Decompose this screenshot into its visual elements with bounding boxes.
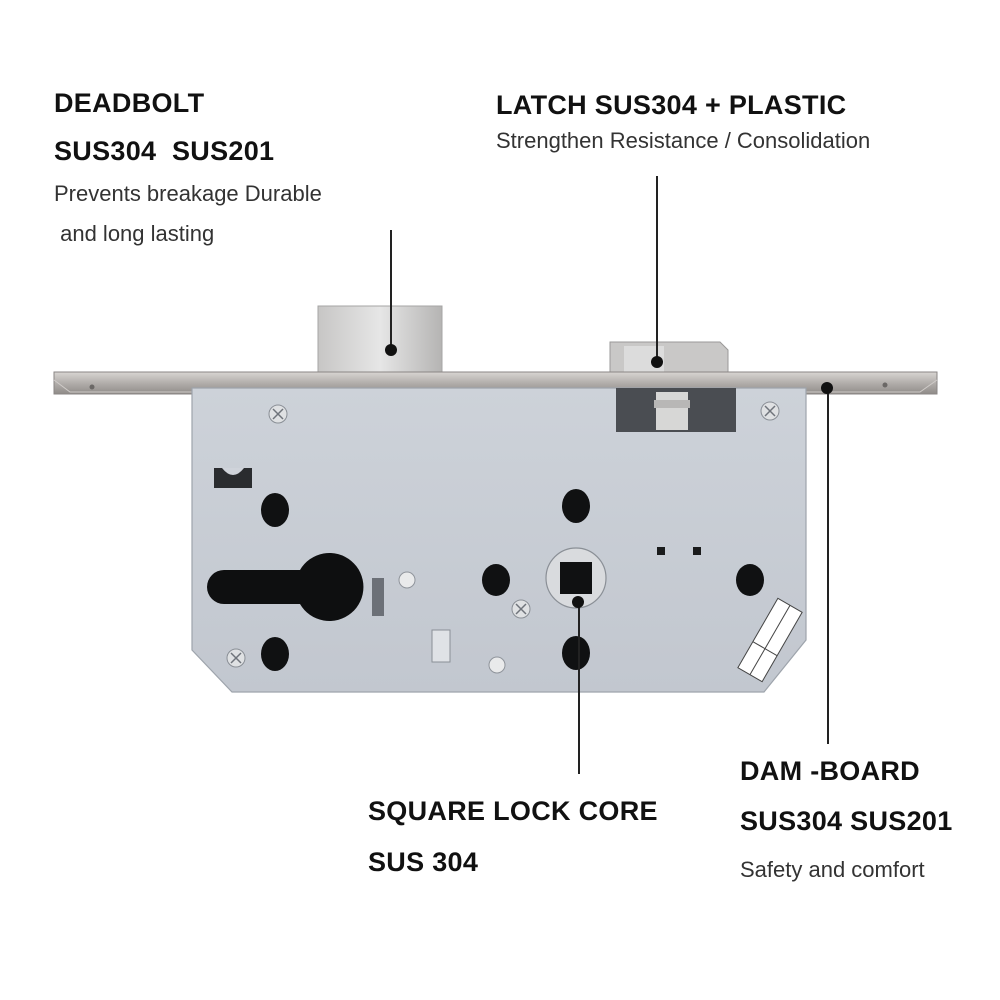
latch-description: Strengthen Resistance / Consolidation <box>496 128 871 153</box>
latch-title: LATCH SUS304 + PLASTIC <box>496 90 847 120</box>
latch-pointer-dot <box>651 356 663 368</box>
lock-core-material: SUS 304 <box>368 847 479 877</box>
dam-board-pointer-line <box>827 388 829 744</box>
deadbolt-pointer-dot <box>385 344 397 356</box>
latch-pointer-line <box>656 176 658 360</box>
deadbolt-tongue <box>317 305 443 377</box>
core-pointer-dot <box>572 596 584 608</box>
deadbolt-title: DEADBOLT <box>54 88 205 118</box>
deadbolt-pointer-line <box>390 230 392 350</box>
dam-board-pointer-dot <box>821 382 833 394</box>
cylinder-cutout <box>207 553 364 621</box>
deadbolt-description-line1: Prevents breakage Durable <box>54 181 322 206</box>
core-pointer-line <box>578 604 580 774</box>
mounting-hole <box>261 489 764 671</box>
dam-board-description: Safety and comfort <box>740 857 925 882</box>
dam-board-title: DAM -BOARD <box>740 756 920 786</box>
deadbolt-description-line2: and long lasting <box>54 221 215 246</box>
dam-board-material: SUS304 SUS201 <box>740 806 953 836</box>
deadbolt-material: SUS304 SUS201 <box>54 136 275 166</box>
lock-core-title: SQUARE LOCK CORE <box>368 796 658 826</box>
